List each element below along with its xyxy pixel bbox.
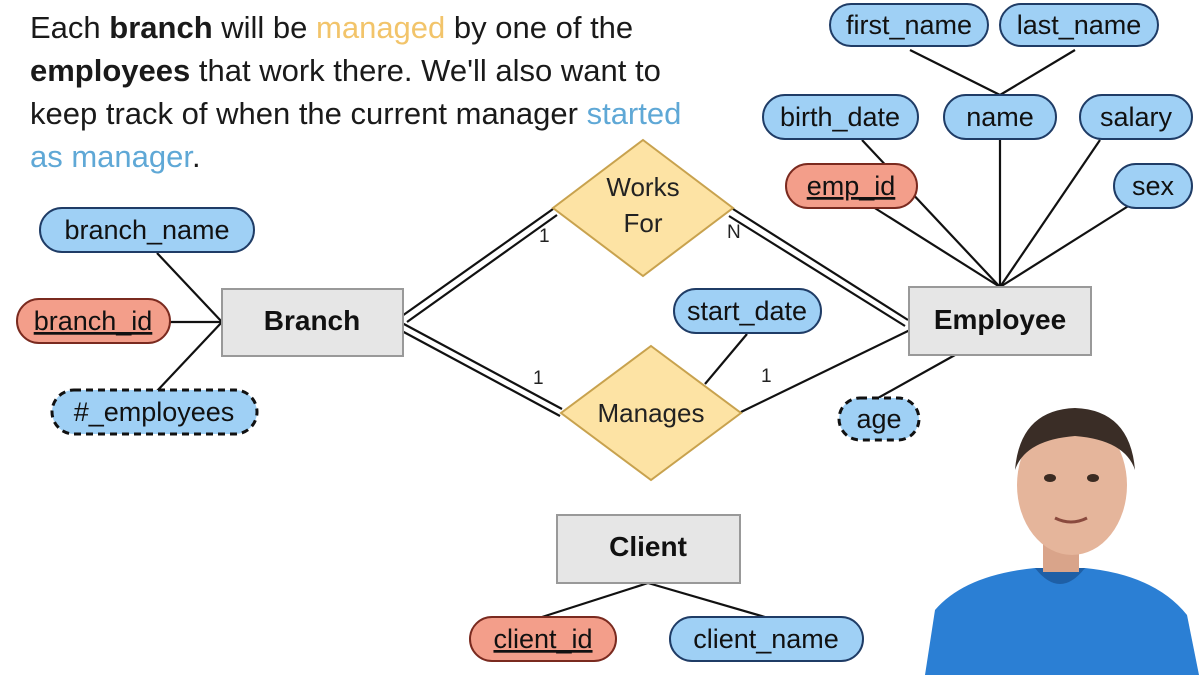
works-for-diamond (551, 138, 735, 278)
cardinality-manages-employee: 1 (761, 366, 772, 387)
caption-text: by one of the (445, 10, 634, 45)
edge-works-for-employee-b (728, 215, 906, 327)
presenter-mouth (1054, 516, 1088, 524)
manages-diamond (559, 344, 743, 482)
caption-text: . (192, 139, 201, 174)
start-date-label: start_date (687, 296, 807, 326)
caption-text: Each (30, 10, 110, 45)
attribute-sex: sex (1113, 163, 1193, 209)
edge-branch-manages-b (399, 329, 561, 417)
relationship-works-for: Works For (551, 138, 735, 278)
slide-caption: Each branch will be managed by one of th… (30, 6, 710, 178)
attribute-start-date: start_date (673, 288, 822, 334)
edge-client-name-client (647, 581, 766, 619)
edge-branch-name-branch (156, 252, 223, 323)
presenter-webcam-overlay (925, 400, 1199, 675)
works-for-label-line1: Works (606, 172, 679, 202)
attribute-client-name: client_name (669, 616, 864, 662)
salary-label: salary (1100, 102, 1173, 132)
caption-text: will be (212, 10, 317, 45)
num-employees-pill (50, 388, 259, 436)
birth-date-pill (762, 94, 919, 140)
branch-name-pill (39, 207, 255, 253)
presenter-image (925, 408, 1199, 675)
client-name-label: client_name (693, 624, 839, 654)
branch-label: Branch (264, 305, 360, 336)
attribute-name: name (943, 94, 1057, 140)
sex-label: sex (1132, 171, 1175, 201)
attribute-num-employees: #_employees (50, 388, 259, 436)
client-id-pill (469, 616, 617, 662)
caption-highlight-managed: managed (316, 10, 446, 45)
employee-label: Employee (934, 304, 1066, 335)
attribute-birth-date: birth_date (762, 94, 919, 140)
attribute-salary: salary (1079, 94, 1193, 140)
relationship-manages: Manages (559, 344, 743, 482)
edge-salary-employee (999, 139, 1101, 288)
sex-pill (1113, 163, 1193, 209)
edge-age-employee (877, 354, 956, 399)
client-box (556, 514, 741, 584)
salary-pill (1079, 94, 1193, 140)
edge-branch-manages-a (401, 322, 563, 410)
attribute-client-id: client_id (469, 616, 617, 662)
emp-id-label: emp_id (807, 171, 896, 201)
client-name-pill (669, 616, 864, 662)
client-label: Client (609, 531, 687, 562)
attribute-branch-id: branch_id (16, 298, 171, 344)
edge-client-id-client (541, 581, 649, 619)
edge-manages-employee (740, 329, 911, 413)
attribute-emp-id: emp_id (785, 163, 918, 209)
last-name-pill (999, 3, 1159, 47)
birth-date-label: birth_date (780, 102, 900, 132)
entity-employee: Employee (908, 286, 1092, 356)
cardinality-manages-branch: 1 (533, 368, 544, 389)
name-pill (943, 94, 1057, 140)
last-name-label: last_name (1017, 10, 1142, 40)
caption-text: that work there. We'll also want to keep… (30, 53, 661, 131)
first-name-label: first_name (846, 10, 972, 40)
first-name-pill (829, 3, 989, 47)
edge-branch-works-for-a (401, 208, 554, 317)
attribute-branch-name: branch_name (39, 207, 255, 253)
edge-first-name-name (909, 49, 1001, 96)
age-pill (837, 396, 921, 442)
caption-highlight-started: started as manager (30, 96, 682, 174)
manages-label: Manages (598, 398, 705, 428)
num-employees-label: #_employees (74, 397, 235, 427)
caption-bold-branch: branch (109, 10, 213, 45)
emp-id-pill (785, 163, 918, 209)
edge-emp-id-employee (869, 204, 1001, 288)
edge-works-for-employee-a (732, 208, 909, 321)
caption-bold-employees: employees (30, 53, 191, 88)
cardinality-works-for-employee: N (727, 222, 741, 243)
entity-branch: Branch (221, 288, 404, 357)
age-label: age (856, 404, 901, 434)
branch-name-label: branch_name (64, 215, 229, 245)
edge-sex-employee (999, 204, 1131, 288)
name-label: name (966, 102, 1034, 132)
attribute-first-name: first_name (829, 3, 989, 47)
client-id-label: client_id (493, 624, 592, 654)
start-date-pill (673, 288, 822, 334)
branch-id-label: branch_id (34, 306, 153, 336)
edge-start-date-manages (704, 333, 748, 385)
works-for-label-line2: For (624, 208, 663, 238)
cardinality-works-for-branch: 1 (539, 226, 550, 247)
attribute-age: age (837, 396, 921, 442)
branch-id-pill (16, 298, 171, 344)
presenter-hair (1015, 408, 1135, 470)
attribute-last-name: last_name (999, 3, 1159, 47)
edge-last-name-name (999, 49, 1076, 96)
employee-box (908, 286, 1092, 356)
edge-branch-works-for-b (406, 214, 558, 323)
edge-num-employees-branch (156, 321, 223, 392)
presenter-left-eye (1044, 474, 1056, 482)
entity-client: Client (556, 514, 741, 584)
presenter-shirt (925, 568, 1199, 675)
presenter-face (1017, 415, 1127, 555)
branch-box (221, 288, 404, 357)
presenter-right-eye (1087, 474, 1099, 482)
